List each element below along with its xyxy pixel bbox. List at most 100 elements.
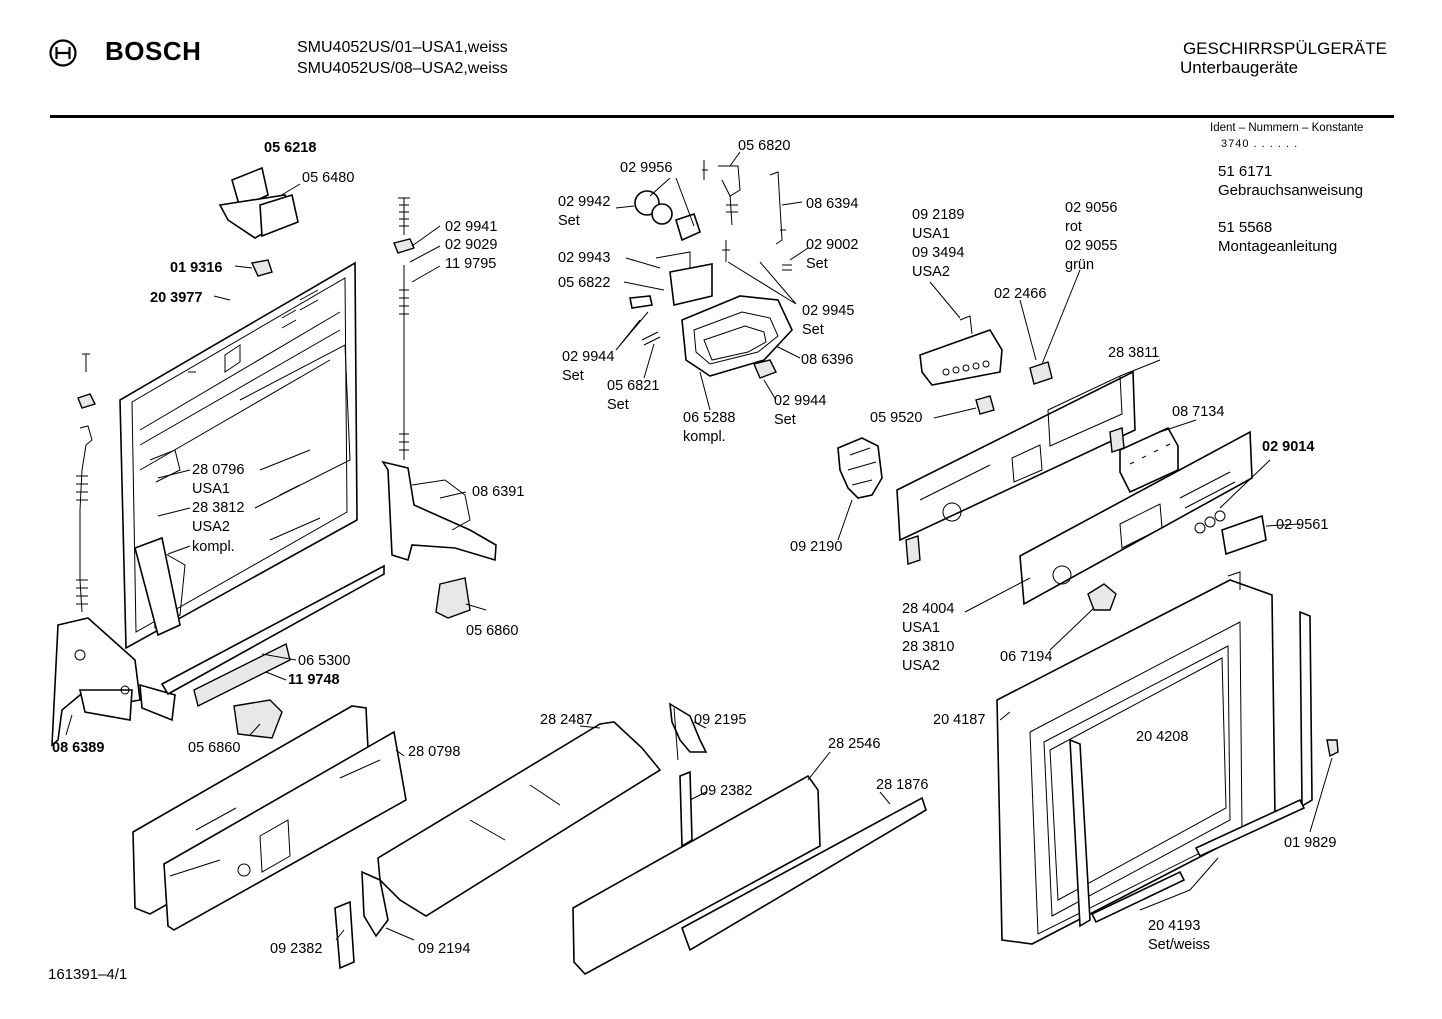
category-title: GESCHIRRSPÜLGERÄTE — [1182, 39, 1387, 58]
callout-086394: 08 6394 — [806, 196, 858, 212]
callout-set-029944-a: Set — [562, 368, 584, 384]
callout-gruen: grün — [1065, 257, 1094, 273]
callout-set-029944-b: Set — [774, 412, 796, 428]
callout-092382-b: 09 2382 — [270, 941, 322, 957]
callout-056820: 05 6820 — [738, 138, 790, 154]
callout-203977: 20 3977 — [150, 290, 202, 306]
bracket-small-part — [361, 870, 389, 938]
callout-029942: 02 9942 — [558, 194, 610, 210]
right-hinge-part — [381, 197, 497, 562]
drawing-code: 161391–4/1 — [48, 966, 128, 983]
model-number-2: SMU4052US/08–USA2,weiss — [297, 60, 508, 77]
sensor-part — [435, 577, 471, 619]
callout-usa2-b: USA2 — [912, 264, 950, 280]
callout-kompl-a: kompl. — [192, 539, 235, 555]
callout-056480: 05 6480 — [302, 170, 354, 186]
callout-282546: 28 2546 — [828, 736, 880, 752]
callout-204193: 20 4193 — [1148, 918, 1200, 934]
foam-block-part — [233, 699, 283, 739]
callout-029056: 02 9056 — [1065, 200, 1117, 216]
brand-name: BOSCH — [105, 36, 202, 66]
callout-usa2-c: USA2 — [902, 658, 940, 674]
callout-059520: 05 9520 — [870, 410, 922, 426]
callout-rot: rot — [1065, 219, 1082, 235]
front-panel-part — [1019, 430, 1253, 606]
callout-usa2-a: USA2 — [192, 519, 230, 535]
timer-part — [837, 437, 883, 499]
lamp-holder-part — [1194, 510, 1267, 556]
callout-019316: 01 9316 — [170, 260, 222, 276]
callout-056860-a: 05 6860 — [466, 623, 518, 639]
seal-strip-part — [193, 642, 291, 708]
plinth-bar-part — [681, 796, 927, 952]
callout-284004: 28 4004 — [902, 601, 954, 617]
callout-029944-a: 02 9944 — [562, 349, 614, 365]
control-panel-part — [896, 370, 1136, 565]
doc-install-name: Montageanleitung — [1218, 238, 1338, 255]
callout-086396: 08 6396 — [801, 352, 853, 368]
callout-056821: 05 6821 — [607, 378, 659, 394]
callout-029945: 02 9945 — [802, 303, 854, 319]
callout-056218: 05 6218 — [264, 140, 316, 156]
model-number-1: SMU4052US/01–USA1,weiss — [297, 39, 508, 56]
callout-usa1-a: USA1 — [192, 481, 230, 497]
callout-029002: 02 9002 — [806, 237, 858, 253]
callout-204187: 20 4187 — [933, 712, 985, 728]
callout-029944-b: 02 9944 — [774, 393, 826, 409]
leader-lines — [65, 151, 1333, 941]
callout-086389: 08 6389 — [52, 740, 104, 756]
callout-029055: 02 9055 — [1065, 238, 1117, 254]
ident-label: Ident – Nummern – Konstante — [1210, 122, 1364, 134]
callout-019829: 01 9829 — [1284, 835, 1336, 851]
callout-092190: 09 2190 — [790, 539, 842, 555]
callout-056860-b: 05 6860 — [188, 740, 240, 756]
callout-029014: 02 9014 — [1262, 439, 1314, 455]
doc-install-number: 51 5568 — [1218, 219, 1273, 236]
doc-manual-name: Gebrauchsanweisung — [1218, 182, 1364, 199]
callout-029943: 02 9943 — [558, 250, 610, 266]
top-latch-part — [218, 166, 299, 239]
bracket-top-part — [669, 702, 708, 761]
callout-087134: 08 7134 — [1172, 404, 1224, 420]
callout-set-weiss: Set/weiss — [1148, 937, 1210, 953]
callout-set-029002: Set — [806, 256, 828, 272]
callout-280798: 28 0798 — [408, 744, 460, 760]
callout-283811: 28 3811 — [1108, 345, 1159, 361]
callout-283810: 28 3810 — [902, 639, 954, 655]
screw-part — [1326, 739, 1339, 758]
callout-kompl-b: kompl. — [683, 429, 726, 445]
callout-029561: 02 9561 — [1276, 517, 1328, 533]
callout-283812: 28 3812 — [192, 500, 244, 516]
callout-281876: 28 1876 — [876, 777, 928, 793]
doc-manual-number: 51 6171 — [1218, 163, 1273, 180]
switch-block-part — [919, 315, 1003, 386]
callout-282487: 28 2487 — [540, 712, 592, 728]
thermostat-part — [1029, 361, 1053, 385]
callout-029956: 02 9956 — [620, 160, 672, 176]
plinth-panel-part — [572, 774, 821, 976]
callout-029029: 02 9029 — [445, 237, 497, 253]
callout-set-029942: Set — [558, 213, 580, 229]
callout-029941: 02 9941 — [445, 219, 497, 235]
door-bottom-rail-part — [160, 564, 385, 696]
callout-065300: 06 5300 — [298, 653, 350, 669]
callout-065288: 06 5288 — [683, 410, 735, 426]
door-lock-part — [629, 160, 793, 379]
left-hinge-part — [51, 353, 176, 747]
callout-set-056821: Set — [607, 397, 629, 413]
knob-part — [1087, 583, 1117, 611]
fuse-part — [975, 395, 995, 415]
clip-part — [250, 259, 273, 277]
callout-093494: 09 3494 — [912, 245, 964, 261]
header-divider — [50, 115, 1394, 118]
callout-092195: 09 2195 — [694, 712, 746, 728]
inner-door-part — [119, 261, 358, 650]
outer-door-part — [996, 571, 1276, 945]
bosch-armature-icon — [49, 39, 77, 67]
callout-usa1-c: USA1 — [902, 620, 940, 636]
callout-set-029945: Set — [802, 322, 824, 338]
callout-119748: 11 9748 — [288, 672, 340, 688]
kick-plate-part — [132, 705, 407, 931]
